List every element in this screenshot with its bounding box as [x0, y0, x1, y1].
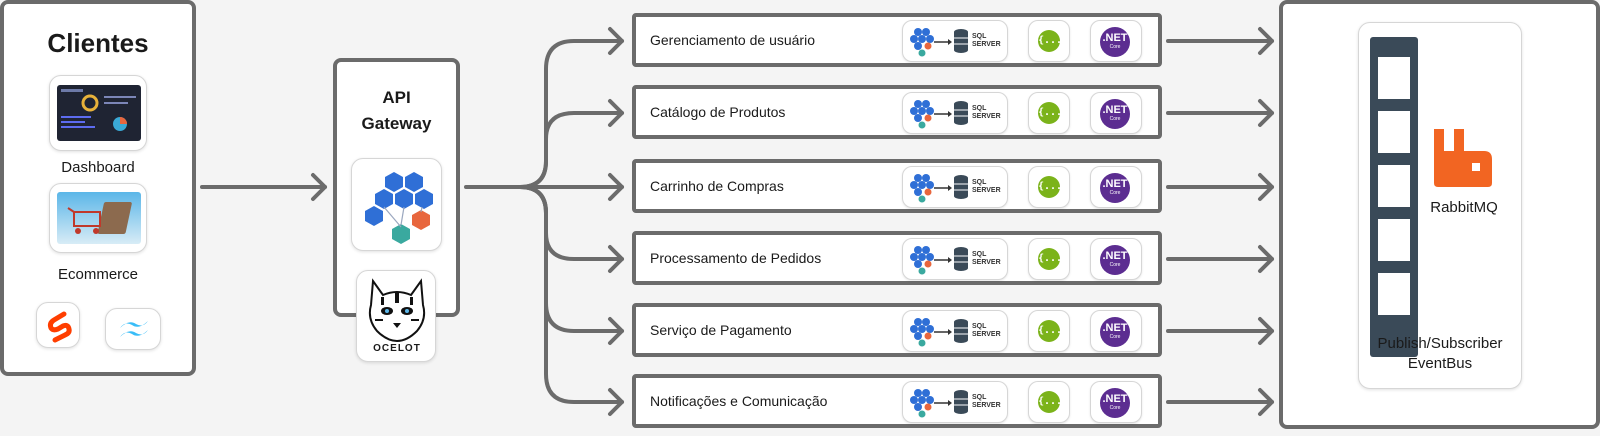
db-hex-sql-icon — [910, 246, 968, 275]
ecommerce-image — [57, 192, 141, 244]
db-hex-sql-icon — [910, 28, 968, 57]
service-name: Serviço de Pagamento — [650, 322, 792, 338]
service-name: Carrinho de Compras — [650, 178, 784, 194]
json-badge: {...} — [1028, 238, 1070, 280]
ocelot-cat-icon — [368, 278, 426, 343]
db-hex-sql-icon — [910, 318, 968, 347]
rabbitmq-label: RabbitMQ — [1430, 199, 1498, 216]
db-hex-sql-icon — [910, 174, 968, 203]
ocelot-logo-card: OCELOT — [356, 270, 436, 362]
eventbus-card: RabbitMQ Publish/Subscriber EventBus — [1358, 22, 1522, 389]
json-icon: {...} — [1038, 176, 1068, 198]
dashboard-image — [57, 85, 141, 141]
clients-title: Clientes — [47, 28, 149, 58]
tailwind-icon — [105, 308, 161, 350]
ecommerce-label: Ecommerce — [57, 266, 139, 283]
ocelot-label: OCELOT — [373, 343, 421, 354]
gateway-title-line1: API — [382, 88, 411, 107]
rabbitmq-icon — [1434, 129, 1492, 187]
message-queue-icon — [1370, 37, 1418, 357]
service-name: Notificações e Comunicação — [650, 393, 828, 409]
db-hex-sql-icon — [910, 389, 968, 418]
svelte-icon — [36, 302, 80, 348]
json-icon: {...} — [1038, 102, 1068, 124]
hexagon-cluster-icon — [365, 172, 433, 244]
json-icon: {...} — [1038, 320, 1068, 342]
service-name: Processamento de Pedidos — [650, 250, 822, 266]
eventbus-label-line1: Publish/Subscriber — [1377, 335, 1503, 352]
eventbus-label-line2: EventBus — [1407, 355, 1473, 372]
json-badge: {...} — [1028, 310, 1070, 352]
dashboard-thumbnail[interactable] — [49, 75, 147, 151]
json-badge: {...} — [1028, 20, 1070, 62]
json-icon: {...} — [1038, 248, 1068, 270]
db-hex-sql-icon — [910, 100, 968, 129]
hexagon-logo-card — [351, 158, 442, 251]
json-badge: {...} — [1028, 166, 1070, 208]
ecommerce-thumbnail[interactable] — [49, 183, 147, 253]
clients-panel: Clientes Dashboard Ecommerce — [0, 0, 196, 376]
json-badge: {...} — [1028, 381, 1070, 423]
json-icon: {...} — [1038, 30, 1068, 52]
service-name: Gerenciamento de usuário — [650, 32, 815, 48]
dashboard-label: Dashboard — [61, 159, 135, 176]
json-icon: {...} — [1038, 391, 1068, 413]
gateway-title-line2: Gateway — [361, 114, 432, 133]
json-badge: {...} — [1028, 92, 1070, 134]
service-name: Catálogo de Produtos — [650, 104, 786, 120]
